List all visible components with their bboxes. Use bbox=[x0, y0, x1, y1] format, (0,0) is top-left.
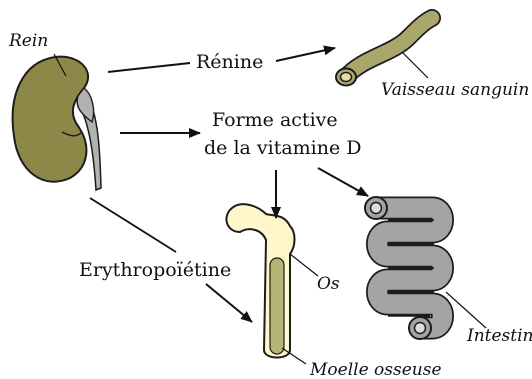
label-rein: Rein bbox=[8, 31, 48, 51]
label-erythropoietine: Erythropoïétine bbox=[79, 259, 231, 281]
intestine-illustration bbox=[365, 197, 443, 339]
bone-illustration bbox=[226, 204, 294, 357]
label-vaisseau-sanguin: Vaisseau sanguin bbox=[381, 80, 529, 100]
arrow-vitamine-to-intestine bbox=[318, 168, 368, 196]
kidney-hilum bbox=[77, 88, 93, 122]
leader-rein-to-erythro bbox=[90, 198, 176, 252]
bone-marrow bbox=[270, 258, 284, 354]
label-vitamine-line2: de la vitamine D bbox=[204, 137, 362, 159]
label-intestin: Intestin bbox=[466, 326, 532, 346]
label-renine: Rénine bbox=[196, 51, 263, 73]
kidney-illustration bbox=[13, 57, 101, 190]
label-os: Os bbox=[317, 274, 340, 294]
label-vitamine-line1: Forme active bbox=[212, 109, 338, 131]
kidney-shape bbox=[13, 57, 88, 182]
label-moelle-osseuse: Moelle osseuse bbox=[309, 360, 442, 379]
arrow-erythro-to-bone bbox=[206, 284, 252, 322]
arrow-renine-to-vessel bbox=[276, 48, 335, 61]
leader-os-label bbox=[290, 254, 318, 276]
leader-vaisseau-label bbox=[402, 52, 428, 78]
arrow-rein-to-renine bbox=[108, 63, 190, 72]
blood-vessel-illustration bbox=[336, 18, 432, 86]
